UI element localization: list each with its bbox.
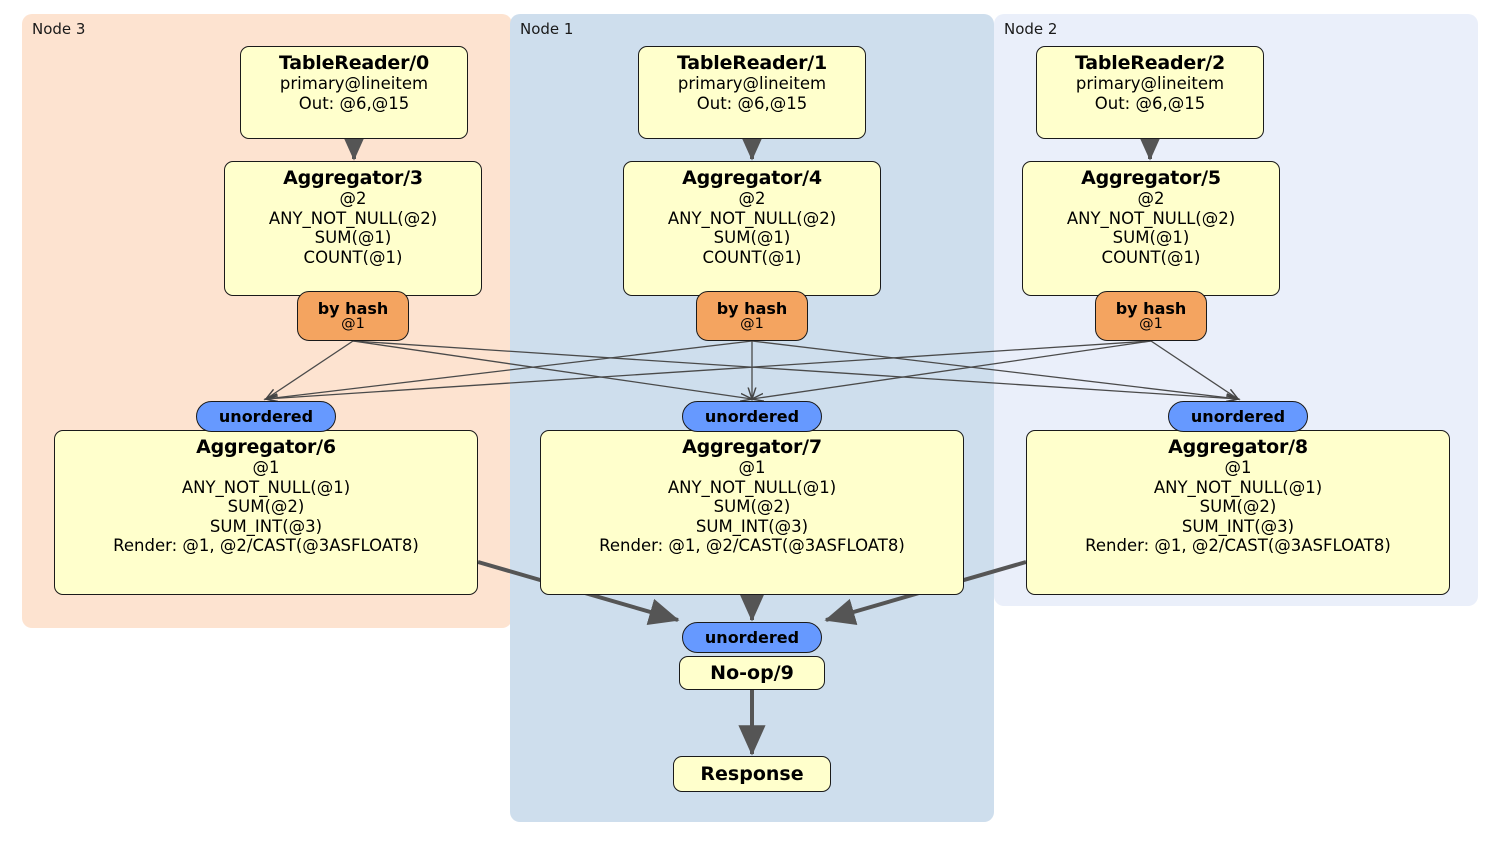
router-by-hash-aggregator-4[interactable]: by hash @1 [696, 291, 808, 341]
edge-hash3-to-un6 [266, 340, 354, 399]
processor-detail-line: SUM(@2) [227, 497, 305, 517]
processor-detail-line: @1 [1224, 458, 1252, 478]
processor-title: TableReader/1 [676, 52, 828, 74]
edge-hash3-to-un8 [352, 340, 1238, 399]
hash-router-stream-edges [266, 340, 1238, 399]
processor-box-response[interactable]: Response [673, 756, 831, 792]
processor-detail-line: COUNT(@1) [1101, 247, 1201, 267]
processor-detail-line: Render: @1, @2/CAST(@3ASFLOAT8) [599, 536, 905, 556]
processor-detail-line: @1 [252, 458, 280, 478]
processor-detail-line: COUNT(@1) [303, 247, 403, 267]
processor-detail-line: @2 [339, 189, 367, 209]
router-sub-label: @1 [341, 316, 365, 333]
processor-title: TableReader/0 [278, 52, 430, 74]
edge-hash4-to-un6 [266, 340, 753, 399]
processor-detail-line: COUNT(@1) [702, 247, 802, 267]
edge-hash5-to-un6 [266, 340, 1152, 399]
router-sub-label: @1 [1139, 316, 1163, 333]
processor-detail-line: Render: @1, @2/CAST(@3ASFLOAT8) [113, 536, 419, 556]
processor-detail-line: Out: @6,@15 [696, 93, 808, 113]
processor-detail-line: SUM(@1) [1112, 228, 1190, 248]
processor-detail-line: SUM(@1) [314, 228, 392, 248]
processor-detail-line: @2 [738, 189, 766, 209]
processor-detail-line: SUM_INT(@3) [695, 516, 809, 536]
processor-detail-line: SUM_INT(@3) [209, 516, 323, 536]
router-by-hash-aggregator-5[interactable]: by hash @1 [1095, 291, 1207, 341]
node-panel-label-node-3: Node 3 [32, 20, 86, 38]
processor-box-no-op-9[interactable]: No-op/9 [679, 656, 825, 690]
processor-detail-line: ANY_NOT_NULL(@2) [667, 208, 837, 228]
stream-unordered-aggregator-6[interactable]: unordered [196, 401, 336, 432]
processor-detail-line: @1 [738, 458, 766, 478]
processor-detail-line: Out: @6,@15 [1094, 93, 1206, 113]
edge-hash4-to-un8 [751, 340, 1238, 399]
router-sub-label: @1 [740, 316, 764, 333]
router-head-label: by hash [716, 298, 788, 318]
processor-detail-line: primary@lineitem [677, 74, 827, 94]
processor-title: TableReader/2 [1074, 52, 1226, 74]
processor-detail-line: ANY_NOT_NULL(@1) [667, 477, 837, 497]
processor-detail-line: ANY_NOT_NULL(@2) [1066, 208, 1236, 228]
router-head-label: by hash [1115, 298, 1187, 318]
processor-detail-line: ANY_NOT_NULL(@2) [268, 208, 438, 228]
edge-hash3-to-un7 [352, 340, 752, 399]
router-head-label: by hash [317, 298, 389, 318]
processor-detail-line: ANY_NOT_NULL(@1) [181, 477, 351, 497]
processor-title: Aggregator/3 [283, 167, 423, 189]
processor-detail-line: SUM(@2) [1199, 497, 1277, 517]
processor-title: Aggregator/8 [1168, 436, 1308, 458]
processor-detail-line: primary@lineitem [1075, 74, 1225, 94]
processor-detail-line: SUM(@1) [713, 228, 791, 248]
edge-hash5-to-un8 [1150, 340, 1238, 399]
processor-detail-line: ANY_NOT_NULL(@1) [1153, 477, 1323, 497]
edge-hash5-to-un7 [752, 340, 1152, 399]
processor-detail-line: SUM(@2) [713, 497, 791, 517]
node-panel-label-node-2: Node 2 [1004, 20, 1058, 38]
processor-title: Aggregator/4 [682, 167, 822, 189]
processor-title: Aggregator/6 [196, 436, 336, 458]
stream-unordered-aggregator-7[interactable]: unordered [682, 401, 822, 432]
processor-detail-line: Render: @1, @2/CAST(@3ASFLOAT8) [1085, 536, 1391, 556]
router-by-hash-aggregator-3[interactable]: by hash @1 [297, 291, 409, 341]
processor-detail-line: @2 [1137, 189, 1165, 209]
stream-unordered-aggregator-8[interactable]: unordered [1168, 401, 1308, 432]
processor-title: Aggregator/7 [682, 436, 822, 458]
node-panel-label-node-1: Node 1 [520, 20, 574, 38]
processor-detail-line: Out: @6,@15 [298, 93, 410, 113]
stream-unordered-no-op-9[interactable]: unordered [682, 622, 822, 653]
processor-detail-line: SUM_INT(@3) [1181, 516, 1295, 536]
processor-detail-line: primary@lineitem [279, 74, 429, 94]
processor-title: Aggregator/5 [1081, 167, 1221, 189]
